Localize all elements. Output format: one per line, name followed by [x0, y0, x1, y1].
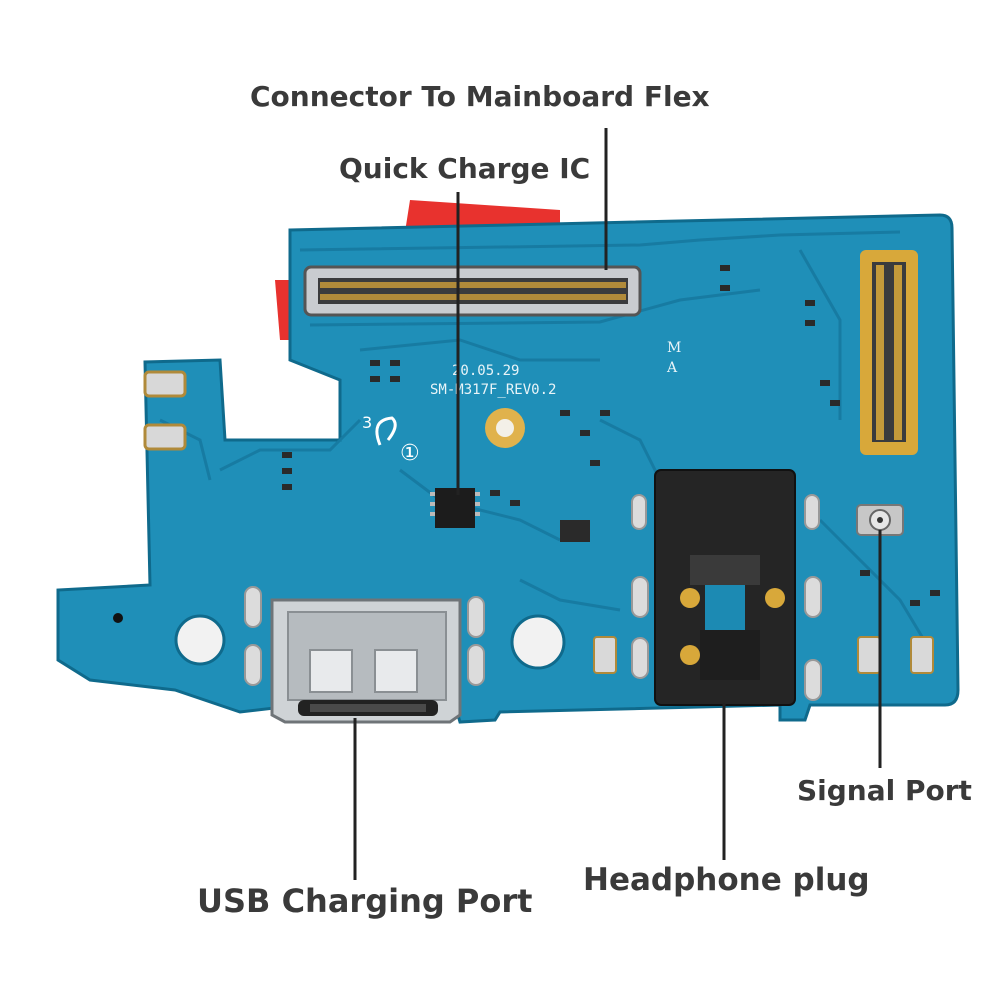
label-headphone-plug: Headphone plug	[583, 862, 870, 898]
pcb-traces	[159, 230, 932, 651]
label-usb-charging-port: USB Charging Port	[197, 882, 533, 920]
label-connector-to-mainboard-flex: Connector To Mainboard Flex	[250, 80, 710, 113]
label-signal-port: Signal Port	[797, 774, 972, 807]
oval-pads	[244, 494, 822, 701]
silkscreen-model: SM-M317F_REV0.2	[430, 382, 556, 398]
usb-c-connector-icon	[270, 598, 462, 724]
audio-jack-icon	[654, 469, 796, 706]
samsung-logo-icon	[375, 416, 397, 446]
square-pads	[593, 636, 934, 674]
side-connector-icon	[860, 250, 918, 455]
small-hole	[113, 613, 123, 623]
smd-components	[282, 265, 940, 606]
mounting-hole-middle	[510, 614, 566, 670]
quick-charge-ic-icon	[430, 488, 480, 528]
silkscreen-three: 3	[362, 413, 372, 432]
mounting-hole-left	[174, 614, 226, 666]
silkscreen-a: A	[666, 360, 678, 376]
mounting-ring-icon	[485, 408, 525, 448]
silkscreen-date: 20.05.29	[452, 363, 519, 379]
silkscreen-circle-one: ①	[400, 441, 420, 466]
contact-pads-left	[143, 370, 187, 451]
silkscreen-m: M	[667, 340, 681, 356]
leader-lines	[353, 128, 882, 880]
label-quick-charge-ic: Quick Charge IC	[339, 152, 591, 185]
mainboard-connector-icon	[303, 265, 642, 317]
